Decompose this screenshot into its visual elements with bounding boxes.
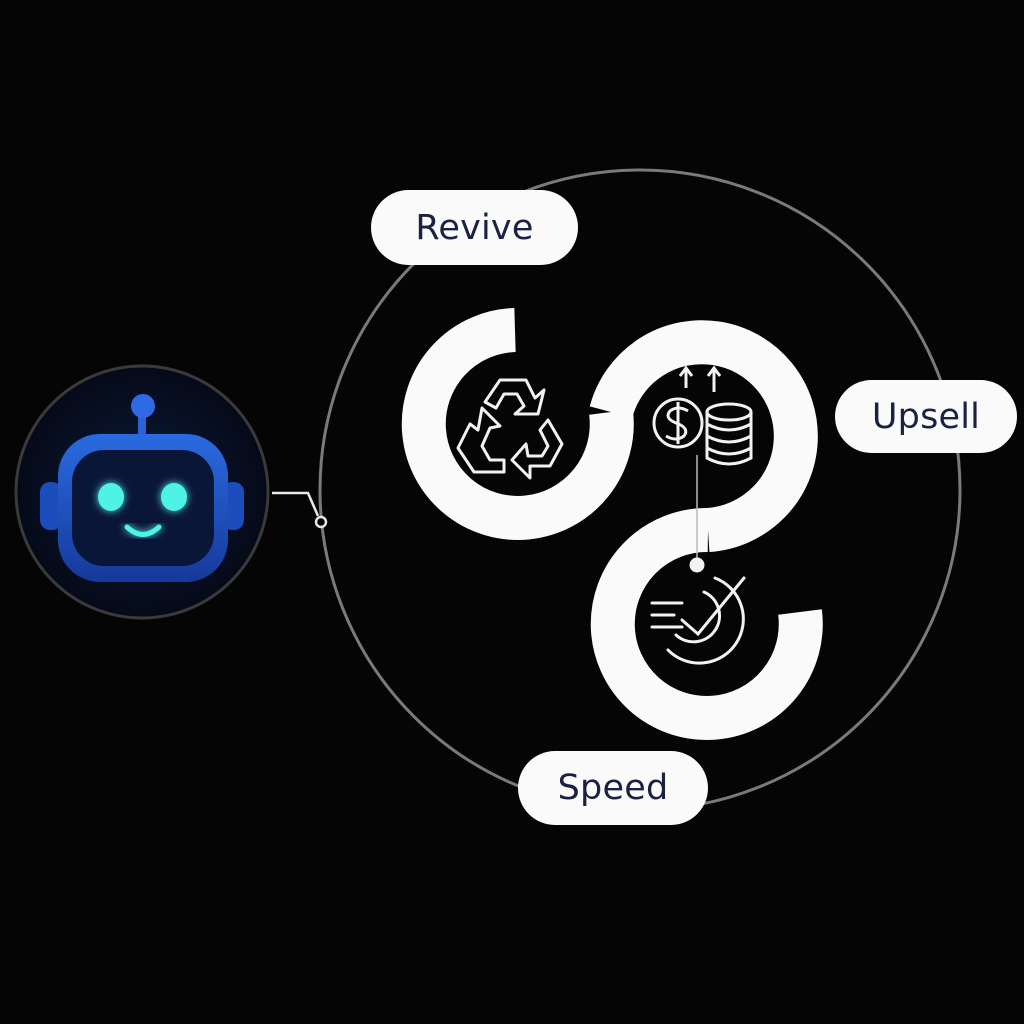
speed-label-text: Speed [557,768,669,808]
connector-node [314,515,328,529]
dollar-coins-up-arrows-icon [652,365,753,466]
recycle-icon [456,378,564,480]
speed-label: Speed [518,751,708,825]
revive-label-text: Revive [415,207,534,248]
upsell-label: Upsell [835,380,1017,453]
infinity-band [401,308,823,740]
robot-icon [14,364,270,620]
upsell-label-text: Upsell [871,396,981,437]
speed-check-icon [650,557,746,665]
revive-label: Revive [371,190,578,265]
robot-connector [272,491,320,517]
